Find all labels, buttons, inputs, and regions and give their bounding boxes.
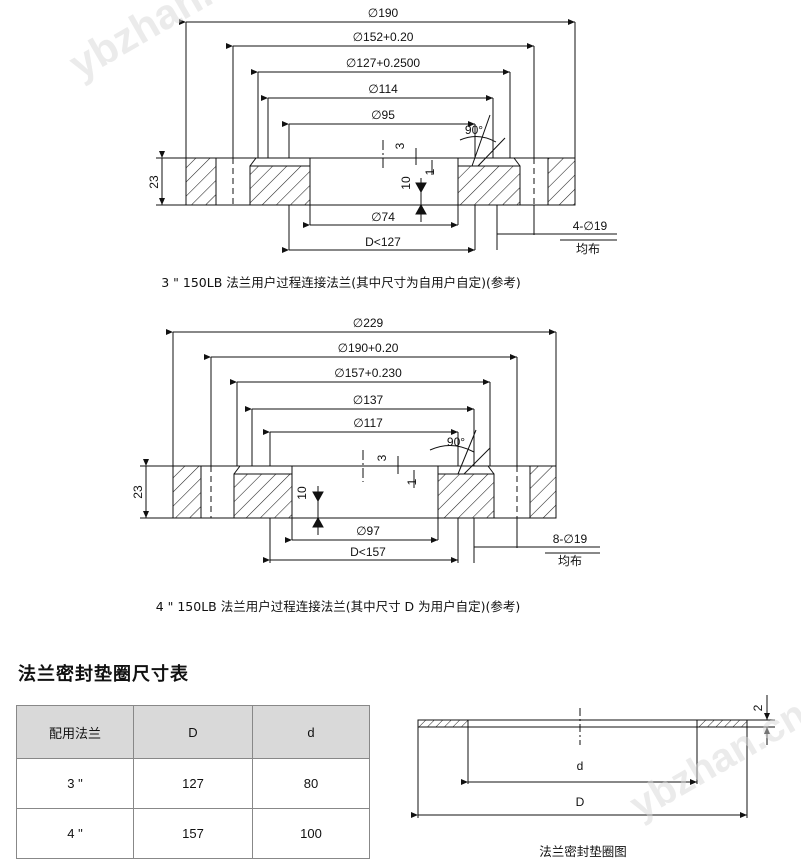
f3-angle-label: 90° [465,123,483,137]
f3-thickness-label: 23 [147,175,161,189]
table-row: 3 " 127 80 [16,758,370,809]
f3-d114-label: ∅114 [368,82,398,96]
f3-d95-label: ∅95 [371,108,395,122]
f4-raised-face-label: ∅157+0.230 [334,366,402,380]
f3-dmax-label: D<127 [365,235,401,249]
f4-step1-label: 1 [405,478,419,485]
cell-D: 157 [133,808,253,859]
f3-step1-label: 1 [423,168,437,175]
f3-caption: 3 " 150LB 法兰用户过程连接法兰(其中尺寸为自用户自定)(参考) [161,275,521,290]
flange-3in-drawing [156,19,617,253]
f3-step10-label: 10 [399,176,413,190]
f4-angle-label: 90° [447,435,465,449]
watermark-bottom: ybzhan.cn [623,692,801,828]
watermark-top: ybzhan.cn [61,0,262,88]
f4-od-label: ∅229 [353,316,384,330]
header-flange: 配用法兰 [16,705,134,759]
f4-d117-label: ∅117 [353,416,383,430]
gasket-thickness-label: 2 [751,704,765,711]
cell-D: 127 [133,758,253,809]
f3-od-label: ∅190 [368,6,399,20]
f4-d97-label: ∅97 [356,524,380,538]
gasket-size-table: 配用法兰 D d 3 " 127 80 4 " 157 100 [16,705,370,859]
header-D: D [133,705,253,759]
f3-step3-label: 3 [393,142,407,149]
gasket-table-title: 法兰密封垫圈尺寸表 [18,664,189,685]
header-d: d [252,705,370,759]
f4-dmax-label: D<157 [350,545,386,559]
cell-d: 100 [252,808,370,859]
gasket-drawing [411,695,775,818]
f4-bolt-circle-label: ∅190+0.20 [338,341,399,355]
f3-raised-face-label: ∅127+0.2500 [346,56,421,70]
f4-holes-note: 均布 [558,554,582,568]
f3-holes-note: 均布 [576,242,600,256]
f4-thickness-label: 23 [131,485,145,499]
f4-caption: 4 " 150LB 法兰用户过程连接法兰(其中尺寸 D 为用户自定)(参考) [156,599,521,614]
f4-step3-label: 3 [375,454,389,461]
gasket-d-label: d [577,759,584,773]
cell-flange: 4 " [16,808,134,859]
table-header-row: 配用法兰 D d [16,705,370,759]
f3-d74-label: ∅74 [371,210,395,224]
table-row: 4 " 157 100 [16,808,370,859]
f4-step10-label: 10 [295,486,309,500]
f4-holes-label: 8-∅19 [553,532,588,546]
f3-bolt-circle-label: ∅152+0.20 [353,30,414,44]
gasket-caption: 法兰密封垫圈图 [539,844,627,859]
f3-holes-label: 4-∅19 [573,219,608,233]
f4-d137-label: ∅137 [353,393,384,407]
gasket-D-label: D [576,795,585,809]
cell-d: 80 [252,758,370,809]
cell-flange: 3 " [16,758,134,809]
flange-4in-drawing [140,329,600,563]
